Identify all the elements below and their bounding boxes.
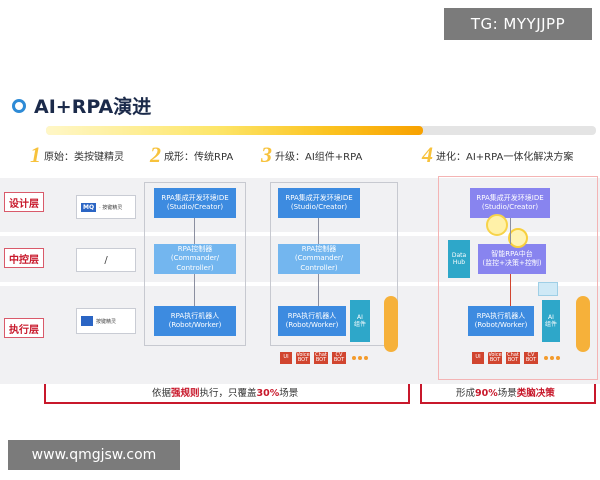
arrow-controller-to-robot (194, 274, 195, 306)
lightbulb-icon (486, 214, 508, 236)
exec-card-text: 按键精灵 (96, 318, 117, 325)
col3-ai-stack (384, 296, 398, 352)
col4-ai-stack-top (538, 282, 558, 296)
empty-control-card: / (76, 248, 136, 272)
col2-ide-sub: (Studio/Creator) (166, 203, 224, 211)
caption-left-mid: 执行，只覆盖 (199, 388, 257, 399)
col3-more-dot (364, 356, 368, 360)
arrow-ide-to-controller (194, 218, 195, 244)
col4-ai-component: AI 组件 (542, 300, 560, 342)
stage-1-label: 原始：类按键精灵 (44, 151, 124, 163)
col4-chip-ui: UI (472, 352, 484, 364)
col4-ide-sub: (Studio/Creator) (481, 203, 539, 211)
col4-more-dot (550, 356, 554, 360)
col3-chip-ui: UI (280, 352, 292, 364)
brain-icon (508, 228, 528, 248)
mq-card-text: · 按键精灵 (99, 204, 123, 211)
caption-right-hl1: 90% (475, 388, 498, 399)
mq-card: MQ · 按键精灵 (76, 195, 136, 219)
col2-ide-box: RPA集成开发环境IDE (Studio/Creator) (154, 188, 236, 218)
col3-chip-voice: Voice BOT (296, 351, 310, 364)
col3-more-dot (358, 356, 362, 360)
col3-controller-title: RPA控制器 (301, 244, 337, 253)
col3-ide-sub: (Studio/Creator) (290, 203, 348, 211)
caption-left-hl1: 强规则 (171, 388, 200, 399)
col4-ai-stack (576, 296, 590, 352)
stage-3-label: 升级：AI组件+RPA (275, 151, 363, 163)
col3-robot-title: RPA执行机器人 (287, 311, 337, 320)
col4-more-dot (556, 356, 560, 360)
col4-smart-sub: (监控+决策+控制) (482, 259, 542, 267)
stage-1: 1 原始：类按键精灵 (30, 142, 124, 167)
col2-robot-title: RPA执行机器人 (170, 311, 220, 320)
caption-left-pre: 依据 (152, 388, 172, 399)
stage-2-label: 成形：传统RPA (164, 151, 234, 163)
mq-logo: MQ (81, 202, 97, 212)
col4-chip-cv: CV BOT (524, 351, 538, 364)
col2-frame (144, 182, 246, 346)
arrow-smart-to-robot (510, 274, 511, 306)
col3-controller-sub: (Commander/ Controller) (294, 254, 344, 272)
caption-right-hl2: 类脑决策 (516, 388, 555, 399)
page-title: AI+RPA演进 (34, 96, 152, 118)
col3-ide-title: RPA集成开发环境IDE (285, 193, 353, 202)
col4-data-hub: Data Hub (448, 240, 470, 278)
col4-smart-box: 智能RPA中台 (监控+决策+控制) (478, 244, 546, 274)
col4-ide-title: RPA集成开发环境IDE (476, 193, 544, 202)
col3-controller-box: RPA控制器 (Commander/ Controller) (278, 244, 360, 274)
caption-left-hl2: 30% (256, 388, 280, 399)
col4-more-dot (544, 356, 548, 360)
col4-ide-box: RPA集成开发环境IDE (Studio/Creator) (470, 188, 550, 218)
app-window-icon (81, 316, 93, 326)
stage-4: 4 进化：AI+RPA一体化解决方案 (422, 142, 574, 167)
evolution-progress-fill (46, 126, 423, 135)
col3-ai-component: AI 组件 (350, 300, 370, 342)
caption-left-post: 场景 (279, 388, 299, 399)
col3-ide-box: RPA集成开发环境IDE (Studio/Creator) (278, 188, 360, 218)
bracket-right (420, 384, 596, 404)
title-ring-icon (12, 99, 26, 113)
row-label-exec: 执行层 (4, 318, 44, 338)
col2-controller-box: RPA控制器 (Commander/ Controller) (154, 244, 236, 274)
col3-chip-chat: Chat BOT (314, 351, 328, 364)
caption-right: 形成90%场景类脑决策 (456, 385, 555, 399)
col4-robot-sub: (Robot/Worker) (474, 321, 528, 329)
col4-frame (438, 176, 598, 380)
stage-4-label: 进化：AI+RPA一体化解决方案 (436, 151, 574, 163)
stage-3: 3 升级：AI组件+RPA (261, 142, 363, 167)
col4-robot-box: RPA执行机器人 (Robot/Worker) (468, 306, 534, 336)
col4-chip-chat: Chat BOT (506, 351, 520, 364)
col3-robot-sub: (Robot/Worker) (285, 321, 339, 329)
col2-ide-title: RPA集成开发环境IDE (161, 193, 229, 202)
col3-chip-cv: CV BOT (332, 351, 346, 364)
col2-controller-sub: (Commander/ Controller) (170, 254, 220, 272)
row-label-design: 设计层 (4, 192, 44, 212)
arrow-ide-to-smart (510, 218, 511, 244)
site-watermark: www.qmgjsw.com (8, 440, 180, 470)
col2-robot-box: RPA执行机器人 (Robot/Worker) (154, 306, 236, 336)
col4-chip-voice: Voice BOT (488, 351, 502, 364)
caption-left: 依据强规则执行，只覆盖30%场景 (152, 385, 298, 399)
arrow-controller-to-robot (318, 274, 319, 306)
col2-robot-sub: (Robot/Worker) (168, 321, 222, 329)
col2-controller-title: RPA控制器 (177, 244, 213, 253)
stage-1-number: 1 (30, 142, 41, 167)
arrow-ide-to-controller (318, 218, 319, 244)
exec-card: 按键精灵 (76, 308, 136, 334)
col3-frame (270, 182, 398, 346)
col3-robot-box: RPA执行机器人 (Robot/Worker) (278, 306, 346, 336)
stage-2-number: 2 (150, 142, 161, 167)
row-label-control: 中控层 (4, 248, 44, 268)
caption-right-pre: 形成 (456, 388, 476, 399)
bracket-left (44, 384, 410, 404)
col4-robot-title: RPA执行机器人 (476, 311, 526, 320)
stage-4-number: 4 (422, 142, 433, 167)
col3-more-dot (352, 356, 356, 360)
stage-3-number: 3 (261, 142, 272, 167)
telegram-watermark: TG: MYYJJPP (444, 8, 592, 40)
stage-2: 2 成形：传统RPA (150, 142, 234, 167)
caption-right-mid: 场景 (497, 388, 517, 399)
col4-smart-title: 智能RPA中台 (491, 249, 533, 258)
